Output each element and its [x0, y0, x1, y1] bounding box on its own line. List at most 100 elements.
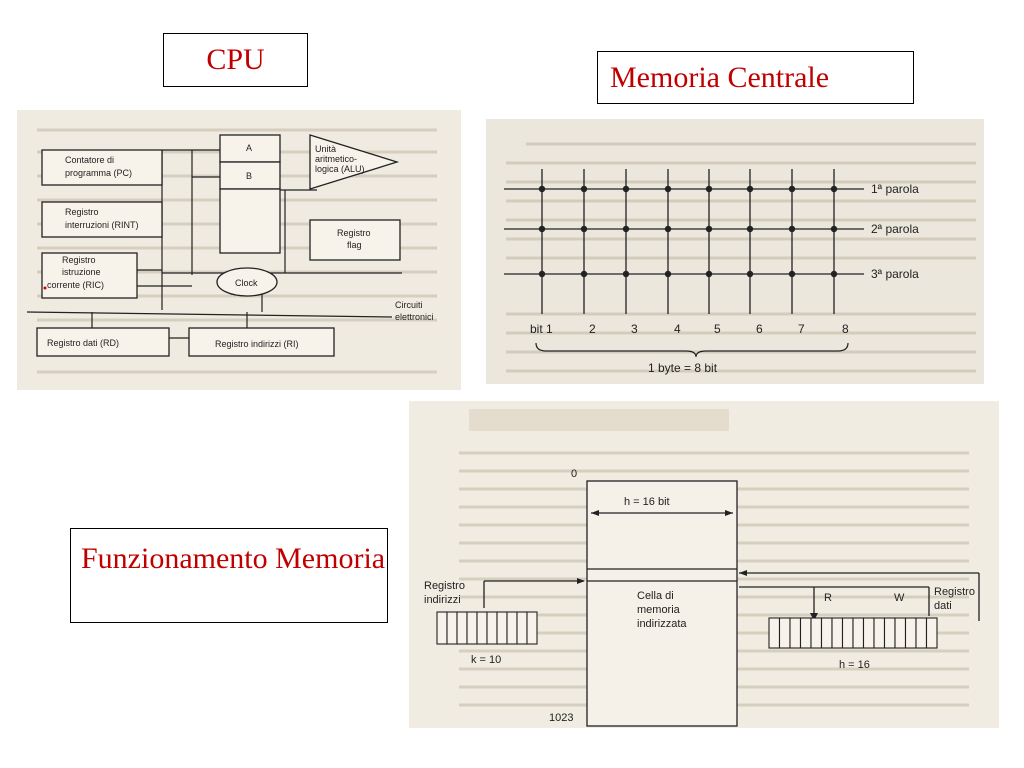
funzionamento-label: Funzionamento Memoria	[70, 528, 388, 623]
flag-box	[309, 219, 401, 261]
data-register-cell	[778, 617, 791, 649]
grid-dot	[830, 225, 838, 233]
data-register-cell	[873, 617, 886, 649]
grid-dot	[622, 225, 630, 233]
cell-text-1: Cella di	[637, 590, 674, 602]
funzionamento-text: Funzionamento Memoria	[81, 542, 386, 575]
word-label-1: 1ª parola	[871, 182, 919, 196]
data-arrow-left	[739, 570, 747, 576]
rd-text: Registro dati (RD)	[47, 338, 119, 348]
address-register-cell	[516, 611, 528, 645]
cpu-diagram: Contatore di programma (PC) Registro int…	[17, 110, 461, 390]
h-arrow-right	[725, 510, 733, 516]
rint-box	[41, 201, 163, 238]
bit-label-7: 7	[798, 322, 805, 336]
h-arrow-left	[591, 510, 599, 516]
cpu-label-text: CPU	[206, 43, 265, 76]
data-register-cell	[831, 617, 844, 649]
clock-ellipse	[216, 267, 278, 297]
background-text-lines	[506, 142, 976, 373]
grid-dot	[538, 225, 546, 233]
memory-grid-diagram: 1ª parola 2ª parola 3ª parola bit 1 2 3 …	[486, 119, 984, 384]
bit-label-1: bit 1	[530, 322, 553, 336]
contatore-box	[41, 149, 163, 186]
grid-dot	[622, 270, 630, 278]
address-register	[436, 611, 538, 645]
address-register-cell	[436, 611, 448, 645]
data-register-cell	[789, 617, 802, 649]
data-register-cell	[904, 617, 917, 649]
grid-dot	[788, 185, 796, 193]
data-register-cell	[915, 617, 928, 649]
address-register-cell	[446, 611, 458, 645]
rint-text-2: interruzioni (RINT)	[65, 220, 139, 230]
addr-bottom-label: 1023	[549, 712, 573, 724]
byte-brace	[535, 342, 849, 358]
data-register-cell	[925, 617, 938, 649]
grid-dot	[664, 270, 672, 278]
r-arrow	[810, 613, 818, 621]
address-register-cell	[476, 611, 488, 645]
contatore-text-2: programma (PC)	[65, 168, 132, 178]
a-text: A	[246, 143, 252, 153]
ric-text-3: corrente (RIC)	[47, 280, 104, 290]
grid-dot	[580, 270, 588, 278]
w-label: W	[894, 592, 905, 604]
data-register-cell	[883, 617, 896, 649]
memory-operation-diagram: 0 h = 16 bit Cella di memoria indirizzat…	[409, 401, 999, 728]
grid-dot	[705, 225, 713, 233]
reg-indirizzi-text-1: Registro	[424, 580, 465, 592]
word-label-3: 3ª parola	[871, 267, 919, 281]
grid-dot	[746, 270, 754, 278]
memory-grid-svg: 1ª parola 2ª parola 3ª parola bit 1 2 3 …	[504, 142, 976, 375]
grid-dot	[746, 185, 754, 193]
ric-text-1: Registro	[62, 255, 96, 265]
address-register-cell	[496, 611, 508, 645]
flag-text-2: flag	[347, 240, 362, 250]
r-label: R	[824, 592, 832, 604]
address-register-cell	[486, 611, 498, 645]
grid-lines	[504, 169, 864, 314]
addr-top-label: 0	[571, 468, 577, 480]
cell-text-3: indirizzata	[637, 618, 687, 630]
data-register-cell	[768, 617, 781, 649]
grid-dot	[705, 270, 713, 278]
ri-box	[188, 327, 335, 357]
grid-dot	[580, 225, 588, 233]
addr-arrow	[577, 578, 585, 584]
k-label: k = 10	[471, 654, 501, 666]
grid-dot	[830, 185, 838, 193]
cpu-diagram-svg: Contatore di programma (PC) Registro int…	[26, 128, 437, 374]
word-label-2: 2ª parola	[871, 222, 919, 236]
data-register-cell	[810, 617, 823, 649]
bit-label-6: 6	[756, 322, 763, 336]
reg-indirizzi-text-2: indirizzi	[424, 594, 461, 606]
grid-dot	[788, 225, 796, 233]
ab-box-lower	[219, 188, 281, 254]
memory-operation-svg: 0 h = 16 bit Cella di memoria indirizzat…	[424, 409, 980, 727]
bit-label-5: 5	[714, 322, 721, 336]
address-register-cell	[456, 611, 468, 645]
red-dot	[43, 286, 47, 290]
grid-dot	[664, 225, 672, 233]
ric-box	[41, 252, 138, 299]
grid-dot	[622, 185, 630, 193]
rint-text-1: Registro	[65, 207, 99, 217]
h-label: h = 16	[839, 659, 870, 671]
memoria-centrale-label: Memoria Centrale	[597, 51, 914, 104]
data-register-cell	[799, 617, 812, 649]
reg-dati-text-1: Registro	[934, 586, 975, 598]
ric-text-2: istruzione	[62, 267, 101, 277]
alu-shape	[309, 134, 400, 190]
grid-dot	[705, 185, 713, 193]
circuiti-text-1: Circuiti	[395, 300, 423, 310]
address-register-cell	[506, 611, 518, 645]
address-register-cell	[466, 611, 478, 645]
section-heading-bar	[469, 409, 729, 431]
grid-dot	[664, 185, 672, 193]
grid-dot	[830, 270, 838, 278]
memoria-centrale-text: Memoria Centrale	[610, 61, 830, 94]
ri-text: Registro indirizzi (RI)	[215, 339, 299, 349]
grid-dot	[746, 225, 754, 233]
bit-label-2: 2	[589, 322, 596, 336]
